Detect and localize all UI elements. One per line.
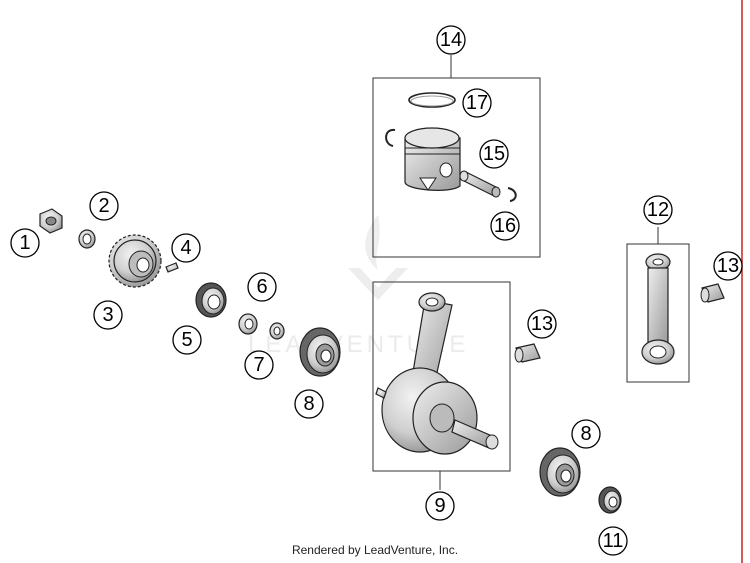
small-washer-part	[269, 322, 285, 340]
callout-14-label: 14	[440, 29, 462, 51]
callout-5-label: 5	[181, 329, 192, 351]
callout-11[interactable]: 11	[598, 526, 628, 556]
callout-13-right[interactable]: 13	[713, 251, 743, 281]
callout-13-center[interactable]: 13	[527, 309, 557, 339]
shim-washer-part	[238, 313, 258, 335]
callout-7[interactable]: 7	[244, 350, 274, 380]
callout-15[interactable]: 15	[479, 139, 509, 169]
callout-8-left-label: 8	[303, 393, 314, 415]
callout-6[interactable]: 6	[247, 272, 277, 302]
crankshaft-assembly-part	[375, 292, 499, 455]
callout-6-label: 6	[256, 276, 267, 298]
callout-1-label: 1	[19, 232, 30, 254]
callout-9[interactable]: 9	[425, 491, 455, 521]
piston-part	[404, 127, 461, 191]
callout-3[interactable]: 3	[93, 300, 123, 330]
callout-16[interactable]: 16	[490, 211, 520, 241]
callout-14[interactable]: 14	[436, 25, 466, 55]
ball-bearing-left-part	[299, 327, 341, 377]
circlip-left-part	[385, 128, 396, 147]
hex-nut-part	[39, 208, 63, 234]
watermark-flame-icon	[365, 215, 380, 270]
shaft-seal-part	[195, 282, 227, 318]
crankshaft-box	[372, 281, 511, 472]
callout-9-label: 9	[434, 495, 445, 517]
callout-5[interactable]: 5	[172, 325, 202, 355]
needle-bearing-right-part	[700, 283, 725, 303]
piston-ring-part	[408, 92, 456, 108]
callout-1[interactable]: 1	[10, 228, 40, 258]
needle-bearing-center-part	[514, 343, 541, 363]
callout-3-label: 3	[102, 304, 113, 326]
woodruff-key-part	[165, 262, 179, 273]
footer-credit: Rendered by LeadVenture, Inc.	[291, 543, 459, 557]
callout-2[interactable]: 2	[89, 191, 119, 221]
callout-4[interactable]: 4	[171, 233, 201, 263]
callout-13-center-label: 13	[531, 313, 553, 335]
watermark-v-icon	[348, 268, 408, 300]
ball-bearing-right-part	[539, 447, 581, 497]
callout-7-label: 7	[253, 354, 264, 376]
circlip-right-part	[507, 187, 517, 202]
callout-15-label: 15	[483, 143, 505, 165]
callout-8-right-label: 8	[580, 423, 591, 445]
shaft-seal-right-part	[598, 486, 622, 514]
callout-12-label: 12	[647, 199, 669, 221]
callout-12[interactable]: 12	[643, 195, 673, 225]
callout-17-label: 17	[466, 92, 488, 114]
primary-gear-part	[108, 234, 162, 288]
callout-13-right-label: 13	[717, 255, 739, 277]
callout-11-label: 11	[603, 530, 624, 552]
callout-17[interactable]: 17	[462, 88, 492, 118]
piston-kit-box	[372, 77, 541, 258]
callout-4-label: 4	[180, 237, 191, 259]
lock-washer-part	[78, 229, 96, 249]
callout-16-label: 16	[494, 215, 516, 237]
callout-8-left[interactable]: 8	[294, 389, 324, 419]
callout-2-label: 2	[98, 195, 109, 217]
piston-pin-part	[459, 170, 501, 198]
callout-8-right[interactable]: 8	[571, 419, 601, 449]
connecting-rod-part	[641, 253, 675, 365]
